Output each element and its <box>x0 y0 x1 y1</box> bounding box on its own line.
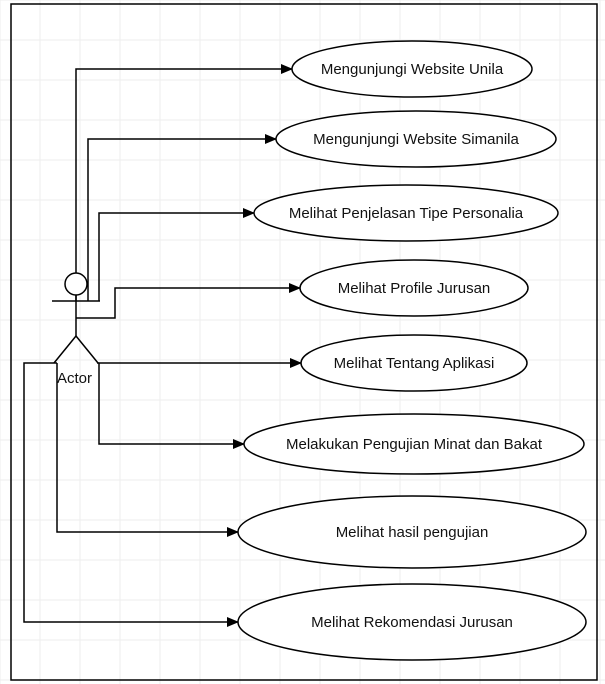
use-case-6-label: Melakukan Pengujian Minat dan Bakat <box>286 436 543 453</box>
use-case-7-ellipse <box>237 495 587 569</box>
connector-uc8 <box>23 362 239 627</box>
use-case-3-label: Melihat Penjelasan Tipe Personalia <box>289 205 524 222</box>
actor-figure: Actor <box>52 272 100 387</box>
use-case-4-ellipse <box>299 259 529 317</box>
use-case-5[interactable]: Melihat Tentang Aplikasi <box>300 334 528 392</box>
use-case-4[interactable]: Melihat Profile Jurusan <box>299 259 529 317</box>
connector-uc6 <box>98 363 245 449</box>
use-case-5-label: Melihat Tentang Aplikasi <box>334 355 495 372</box>
actor-right-leg <box>75 335 99 364</box>
connector-uc7 <box>56 363 239 537</box>
actor-label: Actor <box>57 370 92 387</box>
diagram-frame <box>10 3 598 681</box>
use-case-7[interactable]: Melihat hasil pengujian <box>237 495 587 569</box>
use-cases: Mengunjungi Website Unila Mengunjungi We… <box>237 40 587 661</box>
actor-head <box>64 272 88 296</box>
use-case-4-label: Melihat Profile Jurusan <box>338 280 491 297</box>
connectors <box>23 64 302 627</box>
use-case-2-label: Mengunjungi Website Simanila <box>313 131 519 148</box>
connector-uc1 <box>75 64 293 301</box>
use-case-1-label: Mengunjungi Website Unila <box>321 61 504 78</box>
connector-uc3 <box>98 208 255 301</box>
use-case-1-ellipse <box>291 40 533 98</box>
use-case-2[interactable]: Mengunjungi Website Simanila <box>275 110 557 168</box>
connector-uc4 <box>76 283 301 319</box>
actor-left-leg <box>53 335 77 364</box>
use-case-7-label: Melihat hasil pengujian <box>336 524 489 541</box>
use-case-3[interactable]: Melihat Penjelasan Tipe Personalia <box>253 184 559 242</box>
connector-uc2 <box>87 134 277 301</box>
use-case-1[interactable]: Mengunjungi Website Unila <box>291 40 533 98</box>
use-case-2-ellipse <box>275 110 557 168</box>
use-case-5-ellipse <box>300 334 528 392</box>
use-case-6[interactable]: Melakukan Pengujian Minat dan Bakat <box>243 413 585 475</box>
use-case-8-label: Melihat Rekomendasi Jurusan <box>311 614 513 631</box>
use-case-6-ellipse <box>243 413 585 475</box>
use-case-8[interactable]: Melihat Rekomendasi Jurusan <box>237 583 587 661</box>
use-case-3-ellipse <box>253 184 559 242</box>
use-case-8-ellipse <box>237 583 587 661</box>
